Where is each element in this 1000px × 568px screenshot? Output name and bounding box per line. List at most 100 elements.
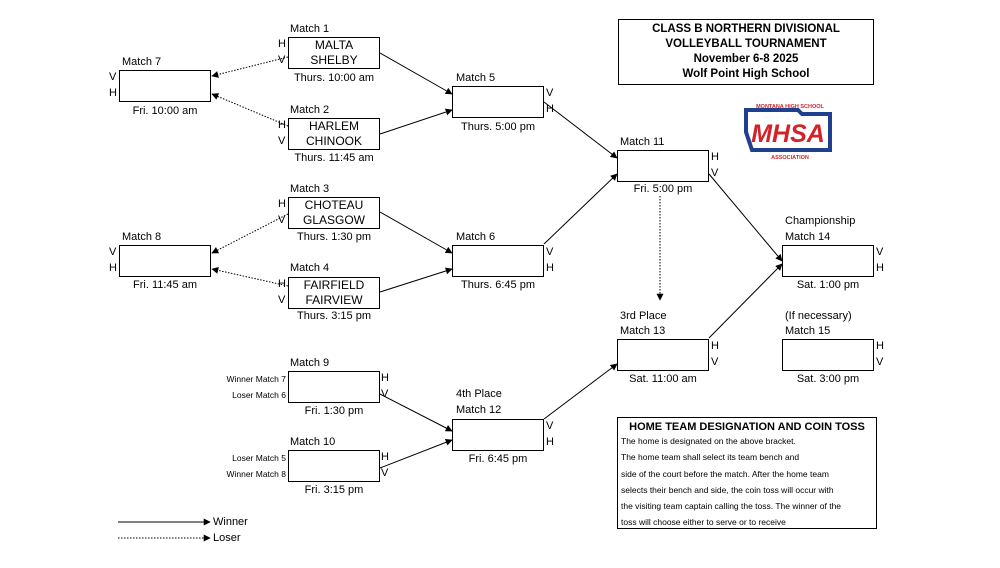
connector-m1-m5 (379, 52, 453, 95)
legend-winner-label: Winner (213, 516, 248, 528)
match-13-bottom-side: V (711, 356, 719, 368)
match-2-bottom-side: V (278, 135, 286, 147)
match-9-bottom-slot (288, 387, 380, 403)
match-2-label: Match 2 (290, 104, 330, 116)
match-10-top-slot (288, 450, 380, 467)
match-14-time: Sat. 1:00 pm (796, 279, 860, 291)
connector-m11-m14 (708, 173, 783, 262)
tournament-title-box: CLASS B NORTHERN DIVISIONAL VOLLEYBALL T… (618, 19, 874, 85)
connector-m4-m8 (211, 266, 289, 287)
match-4-time: Thurs. 3:15 pm (297, 310, 371, 322)
logo-text: MHSA (751, 120, 825, 148)
match-13-bottom-slot (617, 355, 709, 371)
match-3-top-team: CHOTEAU (288, 197, 380, 214)
legend-loser-label: Loser (213, 532, 241, 544)
match-10-top-source: Loser Match 5 (232, 453, 286, 463)
match-8-time: Fri. 11:45 am (133, 279, 197, 291)
match-3-top-side: H (278, 198, 286, 210)
match-2-bottom-team: CHINOOK (288, 134, 380, 150)
match-10-bottom-slot (288, 466, 380, 482)
match-10-top-side: H (381, 451, 389, 463)
match-2-top-side: H (278, 119, 286, 131)
match-10-bottom-side: V (381, 467, 389, 479)
match-5-bottom-side: H (546, 103, 554, 115)
match-6-top-slot (452, 245, 544, 262)
match-1-label: Match 1 (290, 23, 330, 35)
match-2-top-team: HARLEM (288, 118, 380, 135)
match-9-top-side: H (381, 372, 389, 384)
match-6-label: Match 6 (456, 231, 496, 243)
match-12-label: Match 12 (456, 404, 502, 416)
match-1-top-team: MALTA (288, 37, 380, 54)
match-15-top-side: H (876, 340, 884, 352)
match-11-label: Match 11 (620, 136, 665, 148)
match-14-top-side: V (876, 246, 884, 258)
match-14-bottom-slot (782, 261, 874, 277)
match-8-top-slot (119, 245, 211, 262)
home-team-line-5: the visiting team captain calling the to… (621, 501, 842, 512)
logo-top-arc-text: MONTANA HIGH SCHOOL (756, 104, 824, 110)
match-11-top-side: H (711, 151, 719, 163)
match-4-bottom-side: V (278, 294, 286, 306)
match-9-top-slot (288, 371, 380, 388)
match-6-top-side: V (546, 246, 554, 258)
match-14-top-slot (782, 245, 874, 262)
logo-bottom-arc-text: ASSOCIATION (771, 155, 809, 161)
match-13-heading: 3rd Place (620, 310, 667, 322)
match-9-top-source: Winner Match 7 (226, 374, 286, 384)
match-1-time: Thurs. 10:00 am (293, 72, 375, 84)
title-line-3: November 6-8 2025 (693, 53, 799, 65)
match-7-label: Match 7 (122, 56, 162, 68)
match-7-time: Fri. 10:00 am (132, 105, 198, 117)
match-7-bottom-side: H (109, 87, 117, 99)
match-15-bottom-slot (782, 355, 874, 371)
match-12-top-side: V (546, 420, 554, 432)
match-11-time: Fri. 5:00 pm (633, 183, 693, 195)
match-2-time: Thurs. 11:45 am (294, 152, 374, 164)
match-1-bottom-side: V (278, 54, 286, 66)
match-8-label: Match 8 (122, 231, 162, 243)
match-6-time: Thurs. 6:45 pm (461, 279, 535, 291)
title-line-4: Wolf Point High School (682, 68, 810, 80)
match-11-bottom-side: V (711, 167, 719, 179)
match-9-time: Fri. 1:30 pm (304, 405, 364, 417)
home-team-line-1: The home is designated on the above brac… (621, 436, 796, 446)
home-team-line-2: The home team shall select its team benc… (621, 452, 800, 463)
connector-m3-m6 (379, 211, 453, 254)
match-8-top-side: V (109, 246, 117, 258)
match-7-bottom-slot (119, 86, 211, 102)
connector-m12-m13 (543, 363, 618, 420)
connector-m2-m7 (211, 93, 289, 127)
match-10-time: Fri. 3:15 pm (304, 484, 364, 496)
match-14-heading: Championship (785, 215, 856, 227)
connector-m3-m8 (211, 213, 289, 254)
connector-m5-m11 (543, 101, 618, 159)
connector-m6-m11 (543, 173, 618, 245)
match-11-bottom-slot (617, 166, 709, 182)
match-4-bottom-team: FAIRVIEW (288, 293, 380, 309)
match-3-bottom-team: GLASGOW (288, 213, 380, 229)
connector-m4-m6 (379, 267, 453, 293)
match-6-bottom-side: H (546, 262, 554, 274)
match-13-label: Match 13 (620, 325, 666, 337)
match-5-label: Match 5 (456, 72, 496, 84)
match-3-bottom-side: V (278, 214, 286, 226)
match-8-bottom-slot (119, 261, 211, 277)
match-15-heading: (If necessary) (785, 310, 852, 322)
match-7-top-side: V (109, 71, 117, 83)
match-12-heading: 4th Place (456, 388, 502, 400)
match-5-time: Thurs. 5:00 pm (461, 121, 535, 133)
match-9-label: Match 9 (290, 357, 330, 369)
match-3-label: Match 3 (290, 183, 330, 195)
home-team-title: HOME TEAM DESIGNATION AND COIN TOSS (629, 421, 865, 433)
match-15-top-slot (782, 339, 874, 356)
match-13-top-slot (617, 339, 709, 356)
home-team-line-6: toss will choose either to serve or to r… (621, 517, 786, 528)
match-4-top-team: FAIRFIELD (288, 277, 380, 294)
match-5-bottom-slot (452, 102, 544, 118)
match-11-top-slot (617, 150, 709, 167)
match-4-top-side: H (278, 278, 286, 290)
match-14-bottom-side: H (876, 262, 884, 274)
match-5-top-slot (452, 86, 544, 103)
